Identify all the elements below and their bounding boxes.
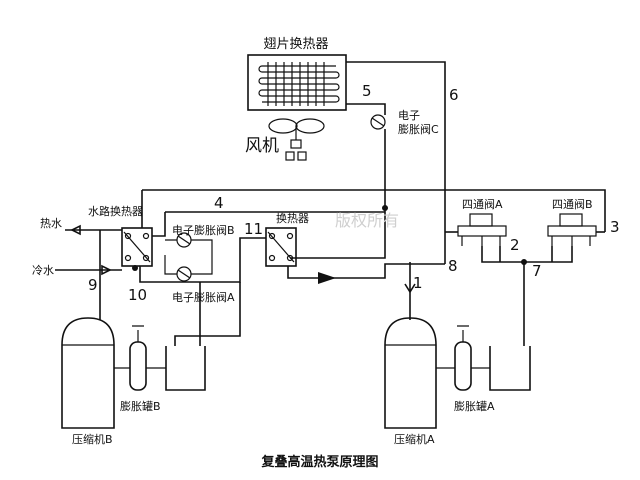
accumulator-b-return — [174, 282, 241, 346]
finned-exchanger-coil — [258, 62, 340, 106]
pipe-number-1: 1 — [413, 274, 423, 292]
pipe-number-4: 4 — [214, 194, 224, 212]
compressor-a — [384, 317, 437, 429]
exv-loop — [164, 239, 213, 275]
tank-a-label: 膨胀罐A — [454, 399, 495, 413]
pipe-2-branch — [499, 246, 553, 262]
pipe-number-11: 11 — [244, 220, 263, 238]
finned-exchanger-label: 翅片换热器 — [263, 36, 328, 52]
tank-b-label: 膨胀罐B — [120, 399, 161, 413]
tank-b-valve — [132, 325, 144, 342]
fan-icon — [268, 118, 325, 161]
junction-node — [382, 205, 388, 211]
pipe-2 — [481, 246, 573, 263]
exv-c-label-2: 膨胀阀C — [398, 122, 439, 136]
pipe-5-lower — [290, 129, 386, 259]
compressor-a-label: 压缩机A — [394, 432, 435, 446]
four-way-b-label: 四通阀B — [552, 197, 593, 211]
hot-water-arrow — [70, 224, 81, 236]
exchanger-ports — [267, 231, 295, 263]
pipe-1-arrow — [404, 283, 416, 294]
pipe-water-ex-up — [152, 212, 166, 237]
pipe-8-line — [287, 263, 445, 279]
water-exchanger-ports — [123, 231, 151, 263]
exv-c-label-1: 电子 — [398, 109, 420, 122]
cold-water-arrow — [101, 264, 112, 276]
pipe-number-8: 8 — [448, 257, 458, 275]
accumulator-a — [489, 346, 531, 391]
hot-water-label: 热水 — [40, 217, 62, 230]
exchanger-box — [265, 227, 297, 267]
four-way-valve-a — [457, 213, 507, 246]
fan-label: 风机 — [245, 136, 279, 156]
compressor-b-label: 压缩机B — [72, 432, 113, 446]
water-exchanger-label: 水路换热器 — [88, 204, 143, 218]
pipe-10 — [139, 237, 266, 283]
pipe-number-6: 6 — [449, 86, 459, 104]
flow-arrow — [318, 272, 336, 284]
four-way-valve-b — [547, 213, 597, 246]
exv-a-label: 电子膨胀阀A — [172, 290, 235, 304]
tank-b — [129, 341, 147, 391]
exv-c-icon — [370, 114, 386, 130]
finned-exchanger-box — [247, 54, 347, 111]
pipe-number-5: 5 — [362, 82, 372, 100]
diagram-title: 复叠高温热泵原理图 — [260, 454, 378, 470]
exv-a-icon — [176, 266, 192, 282]
pipe-5-upper — [346, 103, 386, 115]
pipe-number-2: 2 — [510, 236, 520, 254]
pipe-4-top — [142, 189, 606, 232]
pipe-number-9: 9 — [88, 276, 98, 294]
tank-a-valve — [457, 325, 469, 342]
pipe-number-10: 10 — [128, 286, 147, 304]
cold-water-label: 冷水 — [32, 264, 54, 277]
exchanger-label: 换热器 — [276, 211, 309, 225]
pipe-6 — [346, 61, 446, 232]
four-way-a-label: 四通阀A — [462, 197, 503, 211]
junction-node — [132, 265, 138, 271]
compressor-b — [61, 317, 115, 429]
pipe-number-3: 3 — [610, 218, 620, 236]
accumulator-b — [165, 346, 206, 391]
pipe-number-7: 7 — [532, 262, 542, 280]
exv-b-label: 电子膨胀阀B — [172, 223, 235, 237]
tank-a — [454, 341, 472, 391]
watermark: 版权所有 — [335, 211, 399, 230]
